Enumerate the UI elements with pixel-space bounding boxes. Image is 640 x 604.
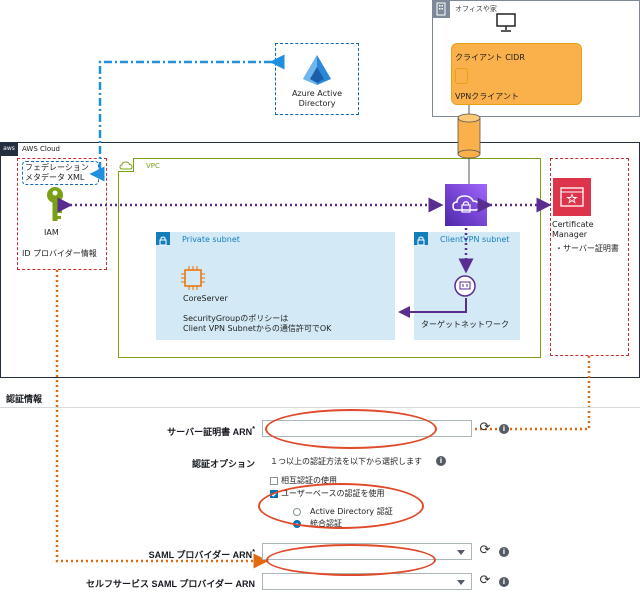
saml-arn-label-text: SAML プロバイダー ARN [148, 550, 253, 560]
auth-options-hint: １つ以上の認証方法を以下から選択します [270, 457, 422, 466]
target-network-label: ターゲットネットワーク [421, 320, 509, 329]
azure-ad-label: Azure Active Directory [283, 89, 351, 109]
cert-manager-label-line1: Certificate [552, 220, 594, 229]
eni-subnet-link [398, 298, 467, 318]
selfservice-saml-arn-label: セルフサービス SAML プロバイダー ARN [86, 579, 255, 589]
federation-link [89, 54, 285, 182]
client-cidr-box [451, 43, 582, 105]
server-cert-arn-label: サーバー証明書 ARN* [100, 424, 255, 438]
mutual-auth-checkbox[interactable] [270, 477, 278, 485]
vpc-group [118, 158, 541, 358]
ec2-instance-icon [180, 265, 206, 295]
federation-label-line2: メタデータ XML [25, 173, 85, 182]
info-icon[interactable]: i [499, 424, 509, 434]
vpn-tunnel [457, 105, 481, 184]
sg-note: SecurityGroupのポリシーは Client VPN Subnetからの… [183, 314, 331, 334]
refresh-icon[interactable]: ⟳ [479, 420, 491, 435]
info-icon[interactable]: i [499, 577, 509, 587]
acm-group [550, 158, 629, 356]
vpn-client-label: VPNクライアント [455, 92, 519, 101]
private-subnet-label: Private subnet [182, 235, 240, 244]
section-title: 認証情報 [6, 394, 43, 404]
highlight-ring-server-cert [265, 409, 437, 449]
eni-icon [453, 274, 477, 302]
aws-logo-icon: aws [0, 142, 18, 156]
chevron-down-icon [457, 550, 465, 555]
vpn-client-small-box [455, 68, 468, 84]
highlight-ring-user-auth [258, 483, 424, 529]
cert-manager-label: Certificate Manager [552, 220, 594, 240]
azure-ad-icon [300, 53, 334, 91]
core-server-label: CoreServer [183, 294, 228, 303]
federation-label-line1: フェデレーション [25, 163, 89, 172]
azure-ad-label-line1: Azure Active [291, 89, 343, 98]
required-mark: * [252, 547, 255, 556]
clientvpn-subnet-label: ClientVPN subnet [440, 235, 510, 244]
id-provider-label: ID プロバイダー情報 [22, 249, 97, 258]
iam-group [17, 158, 107, 270]
section-divider [0, 407, 640, 408]
onprem-label: オフィスや家 [455, 5, 497, 13]
federation-metadata-box: フェデレーション メタデータ XML [22, 161, 99, 185]
computer-icon [495, 12, 517, 38]
chevron-down-icon [457, 580, 465, 585]
refresh-icon[interactable]: ⟳ [479, 573, 491, 588]
cert-manager-label-line2: Manager [552, 230, 588, 239]
subnet-lock-icon [156, 232, 170, 246]
acm-arn-link [431, 356, 591, 437]
building-icon [432, 0, 450, 18]
refresh-icon[interactable]: ⟳ [479, 543, 491, 558]
saml-arn-label: SAML プロバイダー ARN* [100, 547, 255, 561]
iam-label: IAM [44, 228, 59, 237]
sg-note-line2: Client VPN Subnetからの通信許可でOK [183, 324, 332, 333]
highlight-ring-saml [266, 544, 436, 576]
client-cidr-label: クライアント CIDR [455, 53, 525, 62]
iam-saml-link [55, 270, 269, 569]
auth-options-label: 認証オプション [191, 459, 255, 469]
info-icon[interactable]: i [436, 456, 446, 466]
required-mark: * [252, 424, 255, 433]
azure-ad-label-line2: Directory [298, 99, 336, 108]
subnet-lock-icon [414, 232, 428, 246]
mutual-auth-label: 相互認証の使用 [281, 476, 337, 485]
server-cert-arn-label-text: サーバー証明書 ARN [167, 427, 253, 437]
server-cert-label: ・サーバー証明書 [555, 244, 619, 253]
certificate-manager-icon [553, 178, 591, 220]
info-icon[interactable]: i [499, 547, 509, 557]
aws-cloud-label: AWS Cloud [22, 145, 60, 153]
sg-note-line1: SecurityGroupのポリシーは [183, 314, 289, 323]
